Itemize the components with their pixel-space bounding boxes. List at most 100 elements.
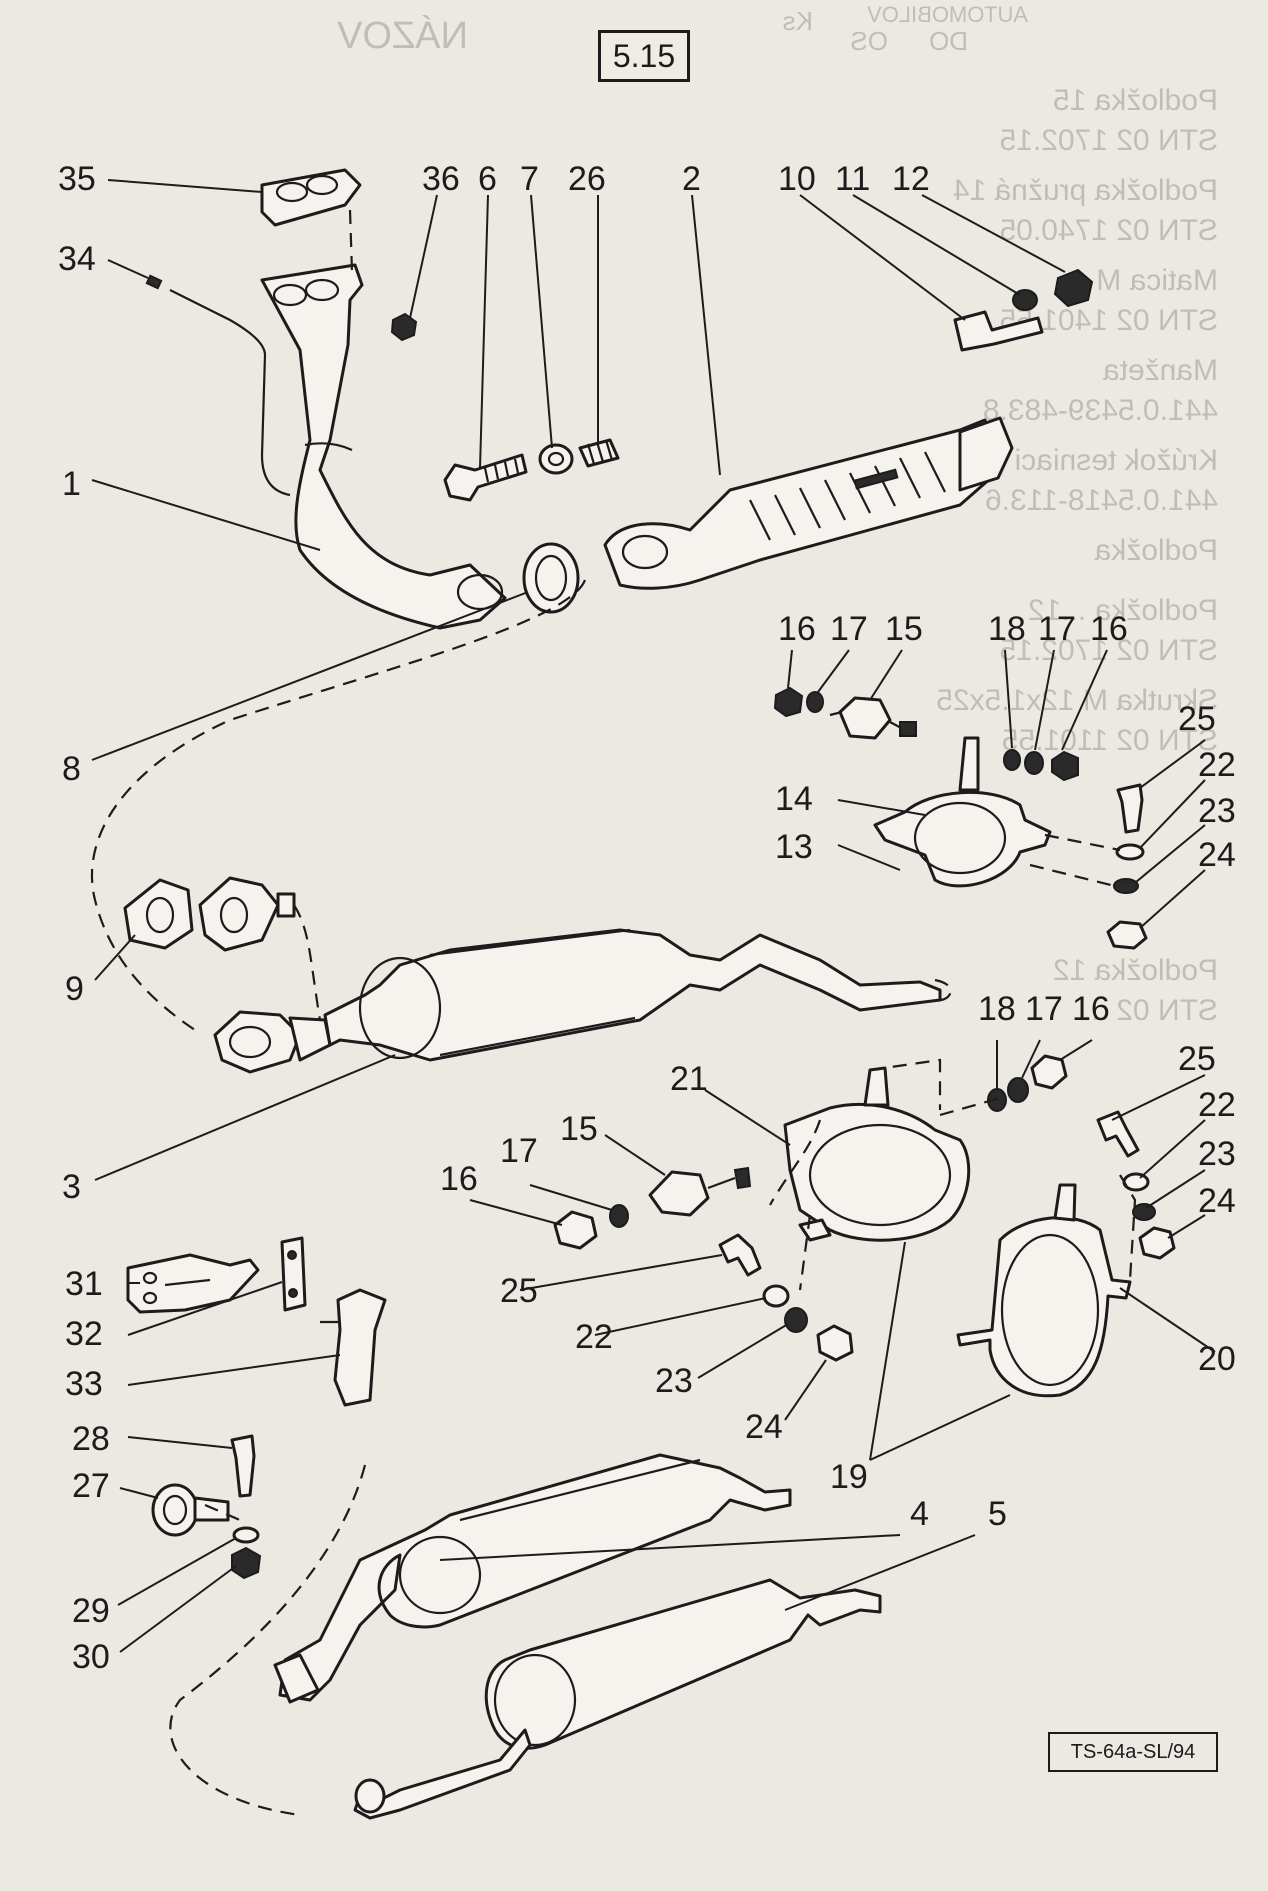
assembly-line-rear: [169, 978, 952, 1817]
callout-24-lower-right: 24: [1198, 1182, 1236, 1220]
clamp-20: [956, 1183, 1132, 1398]
assembly-line-centre-gasket: [293, 904, 322, 1021]
page-number-box: 5.15: [598, 30, 690, 82]
drawing-code-box: TS-64a-SL/94: [1048, 1732, 1218, 1772]
callout-20: 20: [1198, 1340, 1236, 1378]
callout-16-lower-right: 16: [1072, 990, 1110, 1028]
callout-18-lower: 18: [978, 990, 1016, 1028]
bleed-line-12: Podložka ...12: [1028, 594, 1218, 627]
callout-33: 33: [65, 1365, 103, 1403]
callout-27: 27: [72, 1467, 110, 1505]
callout-25-upper: 25: [1178, 700, 1216, 738]
callout-17-lower-right: 17: [1025, 990, 1063, 1028]
washer-22-upper: [1115, 843, 1145, 861]
bleed-line-13: STN 02 1702.15: [1000, 634, 1218, 667]
gasket-9-left: [123, 878, 194, 950]
washer-17-lower-right: [1007, 1077, 1029, 1103]
callout-16-lower-left: 16: [440, 1160, 478, 1198]
callout-numbers: 35 36 6 7 26 2 10 11 12 34 1 8 16 17 15 …: [58, 160, 1236, 1676]
callout-1: 1: [62, 465, 81, 503]
bleed-title: NÁZOV: [336, 14, 468, 57]
leader-lines: [91, 179, 1216, 1653]
nut-24-lower-right: [1138, 1226, 1176, 1260]
callout-5: 5: [988, 1495, 1007, 1533]
callout-6: 6: [478, 160, 497, 198]
assembly-line-front-to-centre: [90, 579, 587, 1031]
callout-24-lower-mid: 24: [745, 1408, 783, 1446]
callout-22-lower-mid: 22: [575, 1318, 613, 1356]
catalytic-converter-2: [603, 416, 1014, 590]
callout-18-upper: 18: [988, 610, 1026, 648]
bleed-line-5: Matica M: [1096, 264, 1218, 297]
callout-35: 35: [58, 160, 96, 198]
bleed-line-1: Podložka 15: [1053, 84, 1218, 117]
washer-18-upper: [1003, 749, 1021, 771]
callout-15-lower: 15: [560, 1110, 598, 1148]
callout-23-lower-right: 23: [1198, 1135, 1236, 1173]
lambda-sensor-cable-34: [145, 274, 291, 497]
clamp-13-14-upper: [873, 736, 1052, 888]
callout-17-upper-right: 17: [1038, 610, 1076, 648]
nut-16-upper-right: [1051, 750, 1079, 782]
lock-washer-23-upper: [1113, 878, 1139, 894]
nut-16-lower-left: [553, 1210, 598, 1250]
gasket-9-right: [198, 876, 296, 952]
washer-7: [538, 443, 574, 475]
callout-32: 32: [65, 1315, 103, 1353]
callout-21: 21: [670, 1060, 708, 1098]
seal-ring-8: [522, 542, 580, 614]
callout-36: 36: [422, 160, 460, 198]
bracket-31: [126, 1253, 260, 1314]
bolt-25-lower-mid: [718, 1233, 762, 1277]
callout-23-upper: 23: [1198, 792, 1236, 830]
bleed-line-16: Podložka 12: [1053, 954, 1218, 987]
callout-24-upper: 24: [1198, 836, 1236, 874]
clamp-27: [151, 1483, 230, 1537]
callout-14: 14: [775, 780, 813, 818]
nut-24-upper: [1106, 920, 1148, 950]
callout-25-lower-right: 25: [1178, 1040, 1216, 1078]
callout-23-lower-mid: 23: [655, 1362, 693, 1400]
callout-3: 3: [62, 1168, 81, 1206]
bleed-header-4: Ks: [783, 6, 813, 36]
bolt-25-lower-right: [1096, 1110, 1140, 1158]
nut-24-lower-mid: [816, 1324, 854, 1362]
bolt-25-upper: [1116, 783, 1144, 834]
callout-11: 11: [835, 160, 870, 198]
callout-10: 10: [778, 160, 816, 198]
bleed-line-14: Skrutka M 12x1.5x25: [936, 684, 1218, 717]
gasket-35: [260, 168, 362, 227]
washer-17-upper-left: [806, 691, 824, 713]
callout-22-lower-right: 22: [1198, 1086, 1236, 1124]
nut-16-upper-left: [773, 686, 804, 718]
rear-silencer-5: [353, 1578, 882, 1820]
bleed-line-2: STN 02 1702.15: [1000, 124, 1218, 157]
washer-22-lower-right: [1122, 1172, 1150, 1192]
centre-silencer-3: [213, 928, 942, 1074]
bolt-28: [230, 1434, 256, 1498]
assembly-line-upper-mount: [1029, 833, 1121, 888]
rubber-plate-32: [280, 1236, 307, 1312]
bleed-line-8: 441.0.5439-483.8: [983, 394, 1218, 427]
lock-washer-23-lower-right: [1132, 1203, 1156, 1221]
bleed-line-9: Krúžok tesniaci: [1015, 444, 1218, 477]
callout-26: 26: [568, 160, 606, 198]
callout-7: 7: [520, 160, 539, 198]
bleed-line-10: 441.0.5418-113.6: [985, 484, 1218, 517]
assembly-line-hardware: [204, 1503, 241, 1522]
callout-17-lower-left: 17: [500, 1132, 538, 1170]
callout-28: 28: [72, 1420, 110, 1458]
bleed-line-4: STN 02 1740.05: [1000, 214, 1218, 247]
callout-17-upper-left: 17: [830, 610, 868, 648]
rubber-mount-15-upper: [829, 696, 917, 740]
bleed-line-3: Podložka pružná 14: [953, 174, 1218, 207]
callout-16-upper-left: 16: [778, 610, 816, 648]
assembly-line-lower-mount: [769, 1058, 1137, 1291]
callout-2: 2: [682, 160, 701, 198]
callout-29: 29: [72, 1592, 110, 1630]
callout-4: 4: [910, 1495, 929, 1533]
callout-15-upper: 15: [885, 610, 923, 648]
